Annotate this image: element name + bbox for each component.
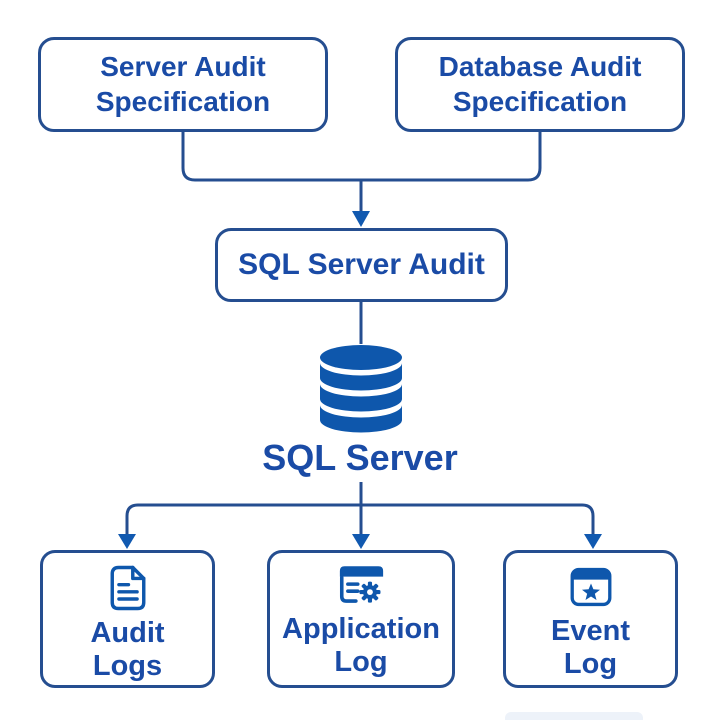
database-audit-specification-label: Database Audit Specification [438, 51, 642, 117]
application-log-label: Application Log [282, 613, 440, 679]
database-icon [320, 345, 402, 433]
node-application-log: Application Log [267, 550, 455, 688]
sql-server-label: SQL Server [262, 437, 458, 478]
audit-logs-label: Audit Logs [90, 617, 165, 683]
arrowhead-to-application-log [352, 534, 370, 549]
server-audit-specification-label: Server Audit Specification [95, 51, 271, 117]
connector-top-merge [181, 132, 542, 182]
arrowhead-to-sql-server-audit [352, 211, 370, 227]
document-icon [110, 565, 145, 611]
connector-branch-bar [125, 503, 595, 536]
node-server-audit-specification: Server Audit Specification [38, 37, 328, 132]
arrowhead-to-audit-logs [118, 534, 136, 549]
node-audit-logs: Audit Logs [40, 550, 215, 688]
window-star-icon [570, 567, 611, 607]
app-window-gear-icon [339, 566, 383, 603]
arrowhead-to-event-log [584, 534, 602, 549]
node-event-log: Event Log [503, 550, 678, 688]
node-database-audit-specification: Database Audit Specification [395, 37, 685, 132]
sql-server-audit-label: SQL Server Audit [238, 248, 485, 281]
watermark-strip [505, 712, 643, 720]
event-log-label: Event Log [551, 615, 630, 681]
node-sql-server-audit: SQL Server Audit [215, 228, 508, 302]
